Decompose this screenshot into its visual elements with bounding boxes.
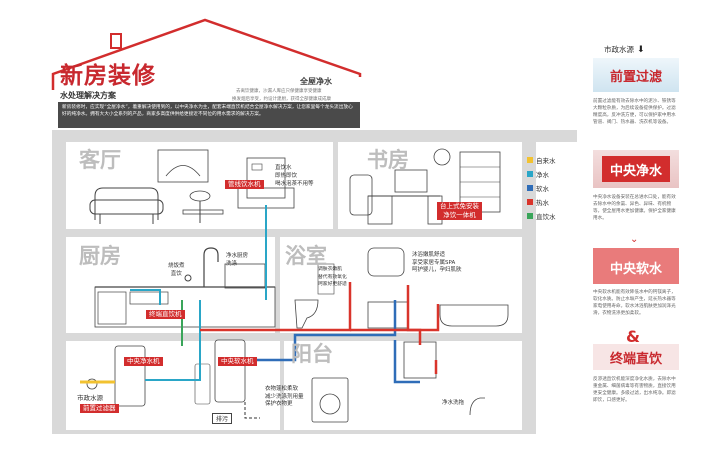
note-drinker-3: 喝水泡茶不用等 — [275, 181, 314, 187]
label-desktop-line2: 净饮一体机 — [443, 211, 476, 219]
label-terminal-drinker: 终端直饮机 — [146, 310, 185, 319]
note-bath-3: 呵护婴儿，孕妇肌肤 — [412, 267, 462, 273]
card-banner — [593, 248, 679, 284]
intro-banner: 新房装修时，应实现“全屋净水”，着重解决使用到的，以中央净水为主，配套末端直饮机… — [58, 102, 360, 128]
room-study: 书房 — [367, 148, 409, 172]
room-kitchen: 厨房 — [79, 244, 121, 268]
card-text: 中央净水设备安装在总进水口处，能有效去除水中的余氯、异色、异味、有机物等，使全屋… — [593, 195, 676, 221]
card-title: 中央软水 — [609, 261, 662, 277]
label-pre-filter: 前置过滤器 — [80, 404, 119, 413]
legend-swatch — [527, 171, 533, 177]
legend-swatch — [527, 185, 533, 191]
note-balcony-1: 衣物蓬松柔软 — [265, 386, 299, 392]
sidebar-connector: & — [626, 327, 640, 346]
whole-house-title: 全屋净水 — [300, 77, 332, 86]
note-balcony: 衣物蓬松柔软 减少洗涤剂用量 保护衣物更 — [265, 386, 304, 409]
legend-swatch — [527, 199, 533, 205]
note-wash-3: 呵家好更舒适 — [318, 282, 347, 287]
legend-swatch — [527, 157, 533, 163]
card-text: 前置过滤能有效去除水中的泥沙、铁锈等大颗粒杂质，为后续设备提供保护。过滤精度高，… — [593, 99, 676, 125]
label-drain: 排污 — [212, 413, 233, 424]
card-text: 反渗透直饮机能深度净化水质，去除水中重金属、细菌病毒等有害物质，直接饮用更安全健… — [593, 377, 676, 403]
legend-swatch — [527, 213, 533, 219]
room-living: 客厅 — [79, 148, 121, 172]
note-cook-2: 直饮 — [170, 271, 182, 277]
legend-item-soft: 软水 — [527, 183, 556, 193]
intro-text: 新房装修时，应实现“全屋净水”，着重解决使用到的，以中央净水为主，配套末端直饮机… — [62, 105, 353, 117]
note-balcony-tap: 净水洗拖 — [442, 400, 465, 406]
note-purify: 净水厨房 洗涤 — [226, 252, 248, 268]
legend-label: 热水 — [536, 199, 549, 207]
chevron-down-icon: ⌄ — [630, 234, 639, 245]
room-balcony: 阳台 — [291, 342, 333, 366]
sidebar-source: 市政水源 ⬇ — [604, 44, 645, 55]
label-city-water: 市政水源 — [77, 394, 103, 402]
note-balcony-3: 保护衣物更 — [265, 401, 293, 407]
header-note-1: 去离饮健康，沙漏人库应只保健康享受健康 — [236, 89, 322, 94]
legend-label: 自来水 — [536, 157, 556, 165]
card-banner — [593, 58, 679, 92]
card-title: 前置过滤 — [609, 69, 662, 85]
note-bath-2: 享受家居专属SPA — [412, 259, 456, 266]
legend-label: 净水 — [536, 171, 549, 179]
label-desktop-drinker: 台上式免安装 净饮一体机 — [437, 202, 482, 220]
card-title: 终端直饮 — [609, 351, 662, 367]
note-purify-1: 净水厨房 — [226, 253, 249, 259]
label-central-softener: 中央软水机 — [218, 357, 257, 366]
card-text: 中央软水机能有效降低水中的钙镁离子，软化水质。防止水垢产生，延长热水器等家电使用… — [593, 290, 676, 316]
note-cook: 烧饭煮 直饮 — [168, 262, 185, 278]
note-bath-1: 沐浴嫩肌舒适 — [412, 252, 446, 258]
note-cook-1: 烧饭煮 — [168, 263, 185, 269]
legend-label: 软水 — [536, 185, 549, 193]
page-title: 新房装修 — [60, 63, 156, 89]
legend-item-pure: 净水 — [527, 169, 556, 179]
legend-item-tap: 自来水 — [527, 155, 556, 165]
page-subtitle: 水处理解决方案 — [60, 91, 116, 100]
note-purify-2: 洗涤 — [226, 261, 238, 267]
note-bath: 沐浴嫩肌舒适 享受家居专属SPA 呵护婴儿，孕妇肌肤 — [412, 252, 462, 275]
label-central-purifier: 中央净水机 — [124, 357, 163, 366]
card-banner — [593, 344, 679, 370]
arrow-down-icon: ⬇ — [637, 44, 645, 55]
note-drinker: 直饮水 即热即饮 喝水泡茶不用等 — [275, 164, 314, 188]
legend-label: 直饮水 — [536, 213, 556, 221]
room-bath: 浴室 — [285, 244, 327, 268]
legend-item-direct: 直饮水 — [527, 211, 556, 221]
legend: 自来水 净水 软水 热水 直饮水 — [527, 155, 556, 221]
note-balcony-2: 减少洗涤剂用量 — [265, 393, 304, 400]
header-note-2: 换发烟后享受，约设计建厨，获得全部健康成成康 — [232, 97, 331, 102]
sidebar-source-label: 市政水源 — [604, 45, 634, 54]
note-wash-2: 替代有效氧化 — [318, 274, 347, 280]
note-wash-1: 调肤衣嫩肌 — [318, 267, 342, 272]
legend-item-hot: 热水 — [527, 197, 556, 207]
note-wash: 调肤衣嫩肌 替代有效氧化 呵家好更舒适 — [318, 266, 347, 289]
card-title: 中央净水 — [602, 156, 670, 182]
note-drinker-2: 即热即饮 — [275, 173, 298, 179]
label-pipeline-drinker: 管线饮水机 — [225, 180, 264, 189]
label-desktop-line1: 台上式免安装 — [440, 202, 479, 210]
note-drinker-1: 直饮水 — [275, 165, 292, 171]
